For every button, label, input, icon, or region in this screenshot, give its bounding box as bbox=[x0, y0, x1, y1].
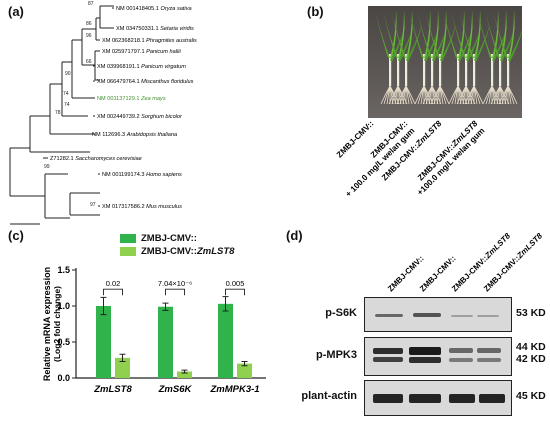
photo-condition-label: ZMBJ-CMV::ZmLST8+100.0 mg/L welan gum bbox=[415, 120, 486, 197]
blot-band bbox=[449, 348, 473, 353]
category-label: ZmLST8 bbox=[93, 384, 132, 395]
category-label: ZmMPK3-1 bbox=[209, 384, 259, 395]
y-tick-label: 1.5 bbox=[57, 265, 70, 275]
blot-membrane bbox=[364, 380, 512, 416]
blot-row-label: p-S6K bbox=[325, 306, 357, 319]
error-bar bbox=[100, 296, 107, 316]
blot-band bbox=[477, 348, 501, 353]
blot-band bbox=[477, 315, 499, 317]
panel-label-c: (c) bbox=[8, 228, 24, 243]
legend-label-control: ZMBJ-CMV:: bbox=[141, 233, 197, 244]
tree-taxon-label: XM 025971797.1 Panicum hallii bbox=[102, 49, 181, 55]
bootstrap-value: 74 bbox=[64, 102, 70, 108]
bootstrap-value: 87 bbox=[88, 1, 94, 7]
blot-band bbox=[479, 394, 505, 403]
legend-swatch-control bbox=[120, 234, 136, 243]
blot-band bbox=[375, 314, 403, 317]
legend-item-control: ZMBJ-CMV:: bbox=[120, 233, 234, 244]
molecular-weight-label: 42 KD bbox=[516, 353, 546, 365]
tree-taxon-label: XM 034750331.1 Setaria viridis bbox=[116, 26, 194, 32]
seedling-group bbox=[410, 10, 456, 105]
y-axis-label-2: (Log2 fold change) bbox=[52, 286, 62, 362]
p-value-label: 7.04×10⁻⁶ bbox=[158, 279, 192, 288]
error-bar bbox=[119, 353, 126, 362]
tree-taxon-label: XM 066479764.1 Miscanthus floridulus bbox=[97, 79, 194, 85]
y-tick-label: 1.0 bbox=[57, 301, 70, 311]
blot-band bbox=[409, 357, 441, 363]
blot-membrane bbox=[364, 297, 512, 332]
p-value-label: 0.005 bbox=[226, 279, 245, 288]
blot-band bbox=[373, 394, 403, 403]
seedling-group bbox=[376, 10, 422, 105]
molecular-weight-label: 53 KD bbox=[516, 306, 546, 319]
molecular-weight-label: 45 KD bbox=[516, 390, 546, 402]
tree-taxon-label: NM 001199174.3 Homo sapiens bbox=[102, 172, 182, 178]
seedling-group bbox=[478, 10, 522, 105]
photo-labels: ZMBJ-CMV::ZMBJ-CMV::+ 100.0 mg/L welan g… bbox=[335, 120, 487, 199]
p-value-label: 0.02 bbox=[106, 279, 121, 288]
expression-bar-chart: 0.0 0.5 1.0 1.5 Relative mRNA expression(Log… bbox=[42, 265, 266, 395]
bar bbox=[237, 363, 252, 378]
panel-label-d: (d) bbox=[286, 228, 303, 243]
molecular-weight-label: 44 KD bbox=[516, 341, 546, 353]
tree-taxon-label: NM 001418405.1 Oryza sativa bbox=[116, 6, 192, 12]
y-tick-label: 0.5 bbox=[57, 337, 70, 347]
bar bbox=[115, 357, 130, 378]
blot-band bbox=[373, 348, 403, 354]
legend-swatch-lst8 bbox=[120, 247, 136, 256]
panel-label-b: (b) bbox=[307, 4, 324, 19]
tree-taxon-label: XM 039968191.1 Panicum virgatum bbox=[97, 64, 186, 70]
tree-taxon-label: NM 112696.3 Arabidopsis thaliana bbox=[92, 132, 177, 138]
error-bar bbox=[181, 369, 188, 374]
bootstrap-value: 90 bbox=[65, 71, 71, 77]
plant-photo bbox=[368, 6, 522, 118]
error-bar bbox=[222, 296, 229, 312]
significance-bracket bbox=[165, 288, 185, 296]
chart-legend: ZMBJ-CMV:: ZMBJ-CMV::ZmLST8 bbox=[120, 233, 234, 257]
blot-row-label: p-MPK3 bbox=[316, 348, 357, 361]
blot-band bbox=[449, 394, 475, 403]
seedling-group bbox=[444, 10, 490, 105]
phylogenetic-tree: NM 001418405.1 Oryza sativa XM 034750331.… bbox=[9, 1, 197, 225]
blot-band bbox=[373, 357, 403, 362]
blot-row-label: plant-actin bbox=[301, 390, 357, 402]
legend-item-lst8: ZMBJ-CMV::ZmLST8 bbox=[120, 246, 234, 257]
tree-taxon-label: XM 017317586.2 Mus musculus bbox=[102, 204, 182, 210]
seedlings-illustration bbox=[376, 10, 522, 105]
error-bar bbox=[162, 302, 169, 311]
bootstrap-value: 66 bbox=[86, 59, 92, 65]
bar bbox=[158, 306, 173, 378]
significance-bracket bbox=[225, 288, 245, 296]
tree-taxon-label: NM 001137129.1 Zea mays bbox=[97, 96, 166, 102]
bar bbox=[218, 303, 233, 378]
blot-band bbox=[451, 315, 473, 317]
legend-label-lst8: ZMBJ-CMV::ZmLST8 bbox=[141, 246, 235, 257]
blot-lane-label: ZMBJ-CMV::ZmLST8 bbox=[482, 231, 544, 293]
bootstrap-value: 97 bbox=[90, 202, 96, 208]
bootstrap-value: 96 bbox=[86, 33, 92, 39]
bootstrap-value: 74 bbox=[63, 91, 69, 97]
bar bbox=[96, 306, 111, 378]
bootstrap-value: 78 bbox=[55, 110, 61, 116]
y-tick-label: 0.0 bbox=[57, 373, 70, 383]
blot-band bbox=[409, 347, 441, 355]
tree-taxon-label: XM 062368218.1 Phragmites australis bbox=[102, 38, 197, 44]
bootstrap-value: 86 bbox=[86, 21, 92, 27]
blot-band bbox=[409, 394, 441, 403]
panel-label-a: (a) bbox=[8, 4, 24, 19]
category-label: ZmS6K bbox=[158, 384, 193, 395]
blot-membrane bbox=[364, 337, 512, 376]
bootstrap-value: 99 bbox=[44, 164, 50, 170]
blot-band bbox=[449, 358, 473, 362]
tree-taxon-label: Z71282.1 Saccharomyces cerevisiae bbox=[50, 156, 142, 162]
blot-lane-labels: ZMBJ-CMV::ZMBJ-CMV::ZMBJ-CMV::ZmLST8ZMBJ… bbox=[386, 231, 544, 293]
blot-lane-label: ZMBJ-CMV::ZmLST8 bbox=[450, 231, 512, 293]
tree-taxon-label: XM 002449739.2 Sorghum bicolor bbox=[97, 114, 183, 120]
y-axis-label: Relative mRNA expression bbox=[42, 267, 52, 381]
bar bbox=[177, 371, 192, 378]
error-bar bbox=[241, 360, 248, 367]
significance-bracket bbox=[103, 288, 123, 296]
blot-band bbox=[477, 358, 501, 362]
blot-band bbox=[413, 313, 441, 317]
